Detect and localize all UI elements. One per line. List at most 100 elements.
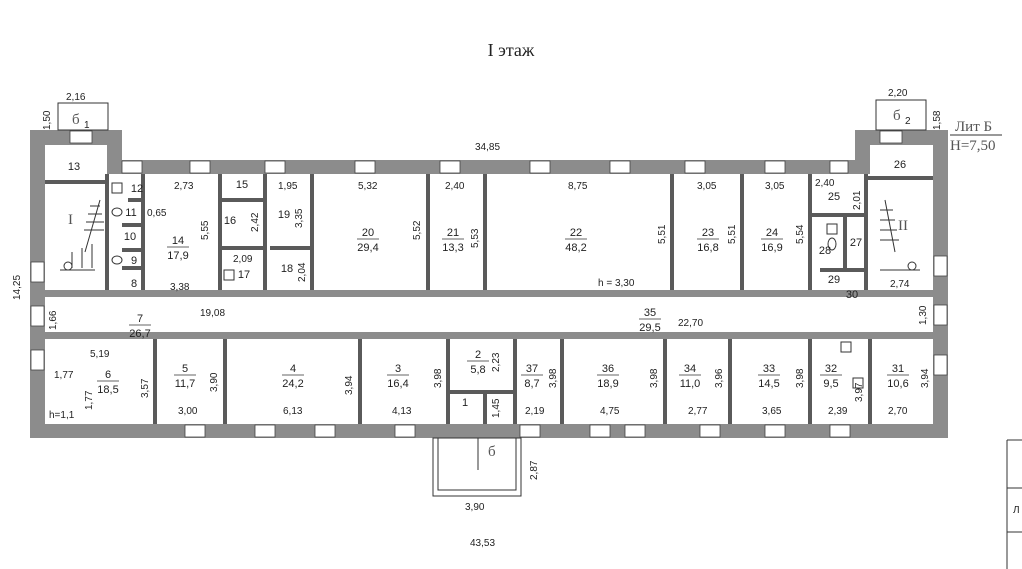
room-number: 19 (278, 209, 290, 221)
dim-r19-w: 1,95 (278, 181, 298, 192)
wall-step-left (107, 130, 122, 166)
lit-name: Лит Б (955, 119, 992, 135)
dim-r14-w: 2,73 (174, 181, 194, 192)
wall-top (107, 160, 870, 174)
window (121, 160, 143, 174)
window (30, 261, 45, 283)
room-area: 14,5 (758, 378, 779, 390)
porch-b2-sub: 2 (905, 116, 911, 127)
window (589, 424, 611, 438)
room-area: 10,6 (887, 378, 908, 390)
window (30, 349, 45, 371)
room-number: 1 (462, 397, 468, 409)
window (933, 255, 948, 277)
room-number: 9 (131, 255, 137, 267)
window (69, 130, 93, 144)
dim-r31-h: 3,94 (920, 368, 931, 388)
room-area: 9,5 (823, 378, 838, 390)
room-area: 16,8 (697, 242, 718, 254)
porch-main (432, 437, 522, 497)
room-number: 26 (894, 159, 906, 171)
dim-r1-h: 1,45 (491, 398, 502, 418)
window (879, 130, 903, 144)
dim-r25-h: 2,01 (852, 190, 863, 210)
dim-r23-w: 3,05 (697, 181, 717, 192)
dim-r6-b: 1,77 (84, 390, 95, 410)
dim-r34-w: 2,77 (688, 406, 708, 417)
ceiling-height-small: h=1,1 (49, 410, 75, 421)
room-number: 6 (105, 369, 111, 381)
dim-r31-w: 2,70 (888, 406, 908, 417)
toilet-icon (111, 255, 123, 265)
dim-overall-bottom: 43,53 (470, 538, 495, 549)
wall-corridor-bottom (45, 332, 933, 339)
stair-right-label: II (898, 218, 908, 234)
window (519, 424, 541, 438)
dim-r37-w: 2,19 (525, 406, 545, 417)
sink-icon (826, 223, 838, 235)
window (933, 304, 948, 326)
room-number: 11 (125, 207, 136, 219)
room-number: 34 (684, 363, 696, 375)
room-area: 8,7 (524, 378, 539, 390)
room-number: 33 (763, 363, 775, 375)
dim-r36-h: 3,98 (649, 368, 660, 388)
room-number: 15 (236, 179, 248, 191)
dim-r21-w: 2,40 (445, 181, 465, 192)
window (933, 354, 948, 376)
dim-r6-a: 1,77 (54, 370, 74, 381)
dim-r22-w: 8,75 (568, 181, 588, 192)
dim-porch-depth: 2,87 (529, 460, 540, 480)
dim-corridor-width-right: 1,30 (918, 305, 929, 325)
room-area: 16,9 (761, 242, 782, 254)
room-area: 5,8 (470, 364, 485, 376)
dim-r18-h: 2,04 (297, 262, 308, 282)
window (624, 424, 646, 438)
room-area: 26,7 (129, 328, 150, 340)
dim-r2-h: 2,23 (491, 352, 502, 372)
dim-r22-h: 5,51 (657, 224, 668, 244)
window (189, 160, 211, 174)
window (609, 160, 631, 174)
wall-bottom (30, 424, 948, 438)
dim-r20-w: 5,32 (358, 181, 378, 192)
dim-r6-h: 3,57 (140, 378, 151, 398)
room-number: 3 (395, 363, 401, 375)
room-area: 13,3 (442, 242, 463, 254)
wall-corridor-top (45, 290, 933, 297)
window (829, 160, 849, 174)
room-number: 8 (131, 278, 137, 290)
floor-title: I этаж (487, 40, 535, 60)
dim-r5-h: 3,90 (209, 372, 220, 392)
room-number: 18 (281, 263, 293, 275)
room-number: 2 (475, 349, 481, 361)
dim-r37-h: 3,98 (548, 368, 559, 388)
room-number: 16 (224, 215, 236, 227)
dim-r26-w: 2,74 (890, 279, 910, 290)
window (684, 160, 706, 174)
room-number: 12 (131, 183, 143, 195)
room-number: 25 (828, 191, 840, 203)
room-area: 18,5 (97, 384, 118, 396)
windows (30, 130, 948, 438)
dim-r19-h: 3,35 (294, 208, 305, 228)
room-number: 29 (828, 274, 840, 286)
room-number: 21 (447, 227, 459, 239)
stairs-left (60, 199, 104, 271)
window (184, 424, 206, 438)
dim-b2-width: 2,20 (888, 88, 908, 99)
dim-r17-w: 2,09 (233, 254, 253, 265)
dim-r24-h: 5,54 (795, 224, 806, 244)
room-area: 11,0 (680, 378, 701, 390)
porch-b2-label: б (893, 108, 901, 124)
room-number: 31 (892, 363, 904, 375)
dim-b1-width: 2,16 (66, 92, 86, 103)
porch-b1-sub: 1 (84, 120, 90, 131)
room-number: 23 (702, 227, 714, 239)
dim-r36-w: 4,75 (600, 406, 620, 417)
dim-b2-depth: 1,58 (932, 110, 943, 130)
window (764, 424, 786, 438)
dim-r33-w: 3,65 (762, 406, 782, 417)
side-fragment-text: Л (1013, 505, 1020, 516)
